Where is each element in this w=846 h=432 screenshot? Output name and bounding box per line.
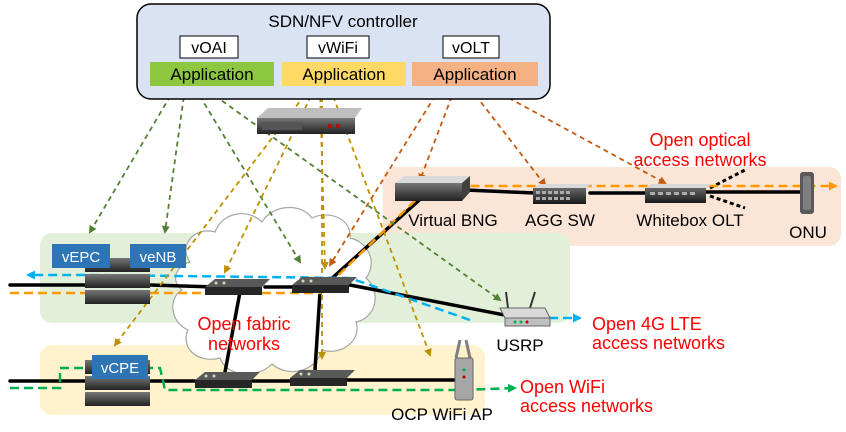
vnf-label-volt: vOLT [442,35,500,59]
wifi-network-label-line2: access networks [520,396,653,416]
whitebox-olt-label: Whitebox OLT [636,211,743,230]
fiber-splitter [709,168,746,210]
vcpe-label: vCPE [101,360,139,377]
control-arrows-olt [328,84,667,267]
app-oai-label: Application [170,65,253,84]
fabric-network-label-line1: Open fabric [197,314,290,334]
wifi-network-label-line1: Open WiFi [520,377,605,397]
ocp-wifi-ap-label: OCP WiFi AP [391,405,493,424]
venb-label: veNB [140,249,177,266]
fabric-switch-icon-4 [290,370,355,386]
fabric-cloud [172,206,376,375]
app-olt-label: Application [433,65,516,84]
fabric-switch-icon-3 [195,372,260,388]
virtual-bng-label: Virtual BNG [408,211,497,230]
app-wifi-label: Application [302,65,385,84]
venb-box [130,244,186,268]
usrp-icon [499,291,551,327]
wifi-flow-line [10,366,517,393]
fabric-network-label-line2: networks [208,334,280,354]
vwifi-text: vWiFi [318,40,358,57]
vcpe-box [92,355,148,379]
volt-text: vOLT [452,40,490,57]
fabric-switch-icon-2 [292,277,357,293]
lte-network-label-line1: Open 4G LTE [592,314,702,334]
control-arrows-oai [88,84,502,302]
vepc-label: vEPC [62,249,101,266]
optical-flow-line [10,181,838,295]
app-oai-box [150,62,274,86]
controller-title: SDN/NFV controller [268,12,418,31]
ocp-wifi-ap-icon [454,339,474,401]
optical-network-label-line1: Open optical [649,130,750,150]
whitebox-olt-icon [645,184,712,203]
agg-sw-label: AGG SW [525,211,595,230]
agg-sw-icon [533,184,592,204]
vnf-label-voai: vOAI [179,35,239,59]
voai-text: vOAI [191,40,227,57]
optical-network-label-line2: access networks [633,150,766,170]
physical-links [8,188,802,383]
onu-icon [800,172,814,214]
fabric-switch-icon-1 [205,279,270,295]
virtual-bng-icon [395,176,470,201]
vepc-box [52,244,110,268]
controller-server-icon [257,108,362,134]
lte-network-label-line2: access networks [592,333,725,353]
vnf-label-vwifi: vWiFi [306,35,370,59]
app-wifi-box [282,62,406,86]
onu-label: ONU [789,223,827,242]
usrp-label: USRP [496,336,543,355]
lte-flow-line [26,270,471,322]
app-olt-box [412,62,538,86]
